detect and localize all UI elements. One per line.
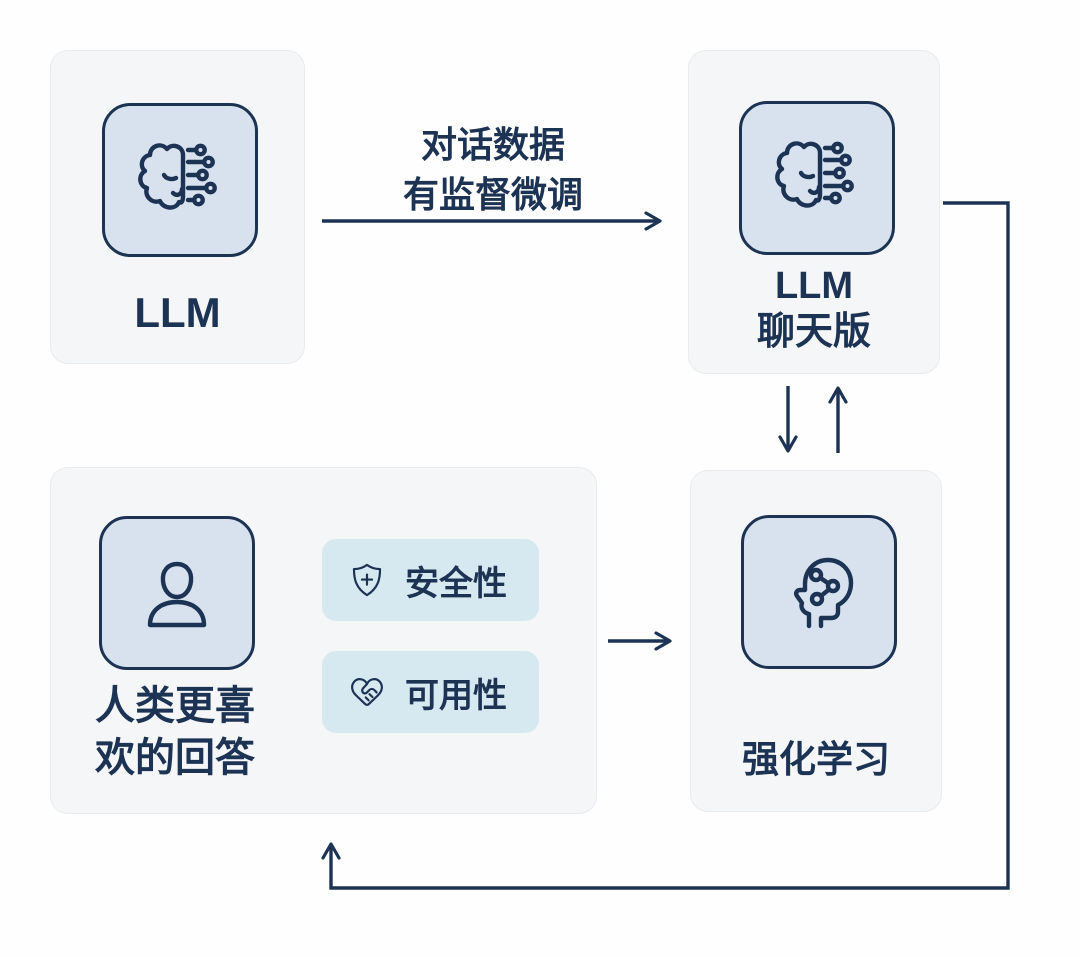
pill-usability: 可用性: [322, 651, 539, 733]
llm-label: LLM: [134, 289, 221, 336]
head-network-icon: [794, 557, 854, 629]
ai-brain-icon: [775, 141, 854, 208]
sft-label-line1: 对话数据: [420, 124, 565, 165]
human-icon-tile: [99, 516, 255, 670]
rl-label: 强化学习: [742, 739, 890, 780]
node-llm: LLM: [50, 50, 305, 364]
llm-chat-label-line1: LLM: [774, 265, 854, 307]
human-label-line2: 欢的回答: [95, 736, 255, 780]
human-label-line1: 人类更喜: [95, 684, 255, 728]
node-rl: 强化学习: [690, 470, 942, 812]
pill-safety-label: 安全性: [405, 564, 507, 603]
llm-icon-tile: [102, 103, 258, 257]
llm-chat-icon-tile: [739, 101, 895, 255]
llm-chat-label-line2: 聊天版: [756, 311, 871, 354]
pill-usability-label: 可用性: [405, 676, 507, 715]
llm-chat-label: LLM 聊天版: [689, 263, 939, 356]
node-human-preference: 人类更喜 欢的回答 安全性 可用性: [50, 467, 597, 814]
sft-label-line2: 有监督微调: [402, 173, 583, 215]
sft-arrow-label: 对话数据 有监督微调: [343, 120, 643, 219]
node-llm-chat: LLM 聊天版: [688, 50, 940, 374]
shield-plus-icon: [352, 563, 382, 597]
pill-safety: 安全性: [322, 539, 539, 621]
heart-handshake-icon: [351, 678, 383, 706]
rl-icon-tile: [741, 515, 897, 669]
person-icon: [147, 561, 207, 628]
ai-brain-icon: [138, 143, 217, 210]
human-label: 人类更喜 欢的回答: [69, 680, 281, 784]
